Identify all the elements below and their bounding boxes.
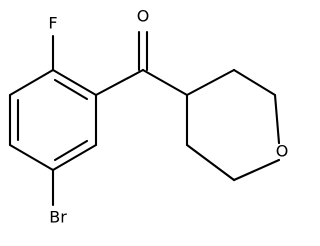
molecule-diagram: F O O Br	[8, 7, 289, 227]
double-bond-inner-c5-c6	[53, 139, 89, 162]
bond-o5	[185, 143, 236, 182]
fluorine-label: F	[48, 14, 57, 33]
bond-o3	[273, 93, 281, 145]
ring-oxygen-label: O	[276, 142, 289, 161]
bond-o4	[232, 158, 281, 182]
oxane-ring	[185, 68, 281, 182]
bromine-label: Br	[49, 208, 67, 227]
bond-c5-c6	[51, 143, 98, 172]
bond-c4-c5	[8, 143, 55, 172]
bond-o1	[185, 68, 236, 97]
bond-c1-c2	[51, 68, 98, 97]
carbonyl-oxygen-label: O	[137, 7, 150, 26]
bond-o2	[232, 68, 277, 97]
structure-canvas: F O O Br	[8, 6, 289, 227]
bond-c1-carbonyl	[94, 68, 145, 97]
double-bond-inner-c1-c2	[53, 78, 89, 101]
bond-carbonyl-oxane	[141, 68, 189, 97]
benzene-ring	[8, 68, 98, 172]
bond-c2-c3	[8, 68, 55, 97]
